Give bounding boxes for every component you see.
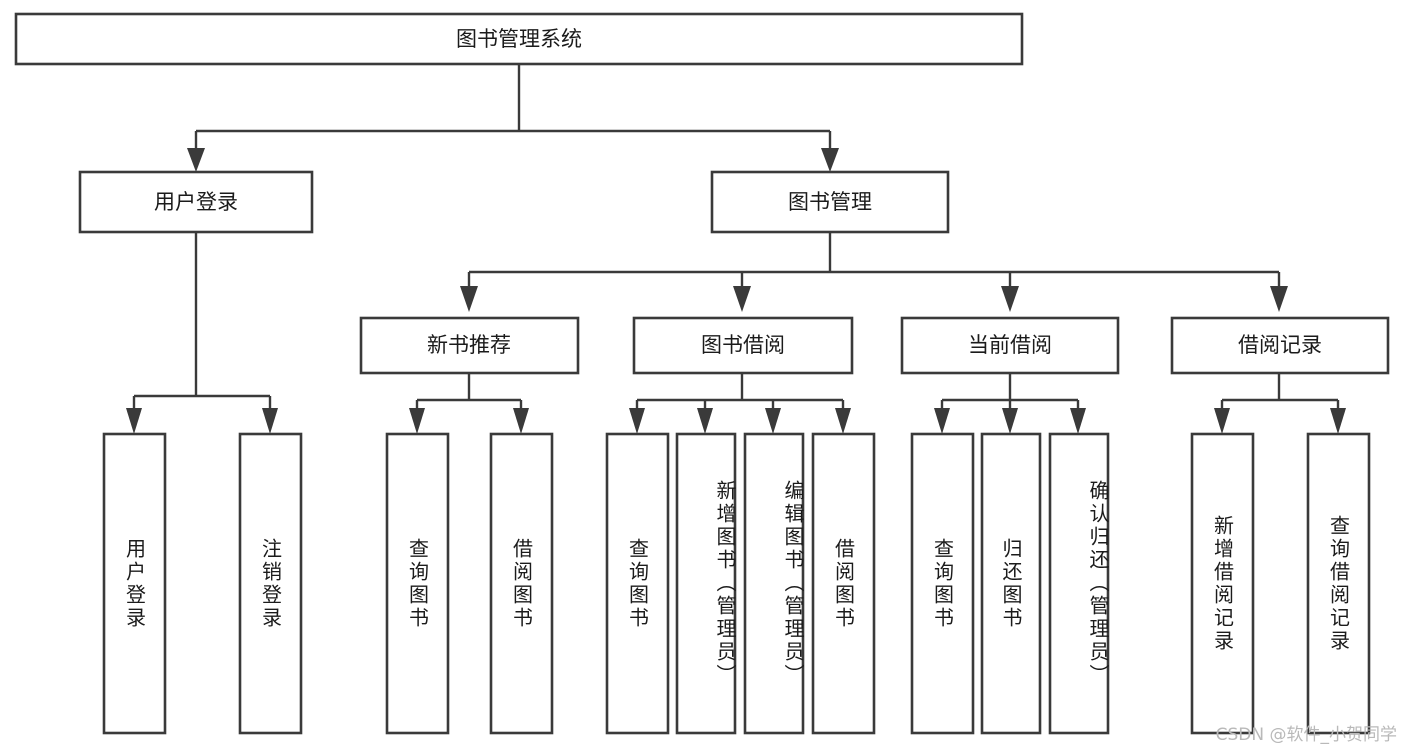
arrowhead-borrowrecord [1270, 286, 1288, 312]
leaf-box-br-query-record[interactable] [1306, 432, 1371, 735]
node-book-borrow-box[interactable] [632, 316, 854, 375]
arrowhead-cb-leaf1 [934, 408, 950, 434]
node-new-book-recommend[interactable]: 新书推荐 [359, 316, 580, 375]
node-book-borrow[interactable]: 图书借阅 [632, 316, 854, 375]
csdn-watermark: CSDN @软件_小贺同学 [1215, 725, 1397, 745]
node-borrow-record[interactable]: 借阅记录 [1170, 316, 1390, 375]
arrowhead-newbook [460, 286, 478, 312]
leaf-box-cb-return-book[interactable] [980, 432, 1042, 735]
node-new-book-recommend-box[interactable] [359, 316, 580, 375]
arrowhead-bb-leaf1 [629, 408, 645, 434]
arrowhead-bb-leaf4 [835, 408, 851, 434]
arrowhead-bookmgmt [821, 148, 839, 172]
node-borrow-record-label: 借阅记录 [1238, 333, 1322, 357]
node-book-management-box[interactable] [710, 170, 950, 234]
arrowhead-user-login-leaf [126, 408, 142, 434]
arrowhead-cb-leaf3 [1070, 408, 1086, 434]
leaf-box-cb-query-book[interactable] [910, 432, 975, 735]
arrowhead-nb-leaf1 [409, 408, 425, 434]
leaf-box-cb-confirm-return[interactable] [1048, 432, 1110, 735]
node-root[interactable]: 图书管理系统 [14, 12, 1024, 66]
node-root-label: 图书管理系统 [456, 27, 582, 51]
leaf-box-br-add-record[interactable] [1190, 432, 1255, 735]
node-book-management-label: 图书管理 [788, 190, 872, 214]
arrowhead-br-leaf2 [1330, 408, 1346, 434]
leaf-box-bb-query-book[interactable] [605, 432, 670, 735]
arrowhead-borrowbook [733, 286, 751, 312]
leaf-box-nb-query-book[interactable] [385, 432, 450, 735]
arrowhead-logout-leaf [262, 408, 278, 434]
arrowhead-bb-leaf3 [765, 408, 781, 434]
node-current-borrow[interactable]: 当前借阅 [900, 316, 1120, 375]
arrowhead-cb-leaf2 [1002, 408, 1018, 434]
leaf-box-user-login[interactable] [102, 432, 167, 735]
leaf-box-bb-add-book[interactable] [675, 432, 737, 735]
node-current-borrow-label: 当前借阅 [968, 333, 1052, 357]
node-root-box[interactable] [14, 12, 1024, 66]
leaf-box-bb-edit-book[interactable] [743, 432, 805, 735]
node-user-login-box[interactable] [78, 170, 314, 234]
arrowhead-br-leaf1 [1214, 408, 1230, 434]
node-new-book-recommend-label: 新书推荐 [427, 333, 511, 357]
node-book-borrow-label: 图书借阅 [701, 333, 785, 357]
arrowhead-login [187, 148, 205, 172]
node-borrow-record-box[interactable] [1170, 316, 1390, 375]
node-user-login[interactable]: 用户登录 [78, 170, 314, 234]
node-book-management[interactable]: 图书管理 [710, 170, 950, 234]
leaf-box-logout[interactable] [238, 432, 303, 735]
node-user-login-label: 用户登录 [154, 190, 238, 214]
connector-layer [126, 64, 1346, 434]
arrowhead-nb-leaf2 [513, 408, 529, 434]
leaf-box-bb-borrow-book[interactable] [811, 432, 876, 735]
node-current-borrow-box[interactable] [900, 316, 1120, 375]
arrowhead-currentborrow [1001, 286, 1019, 312]
leaf-box-nb-borrow-book[interactable] [489, 432, 554, 735]
arrowhead-bb-leaf2 [697, 408, 713, 434]
